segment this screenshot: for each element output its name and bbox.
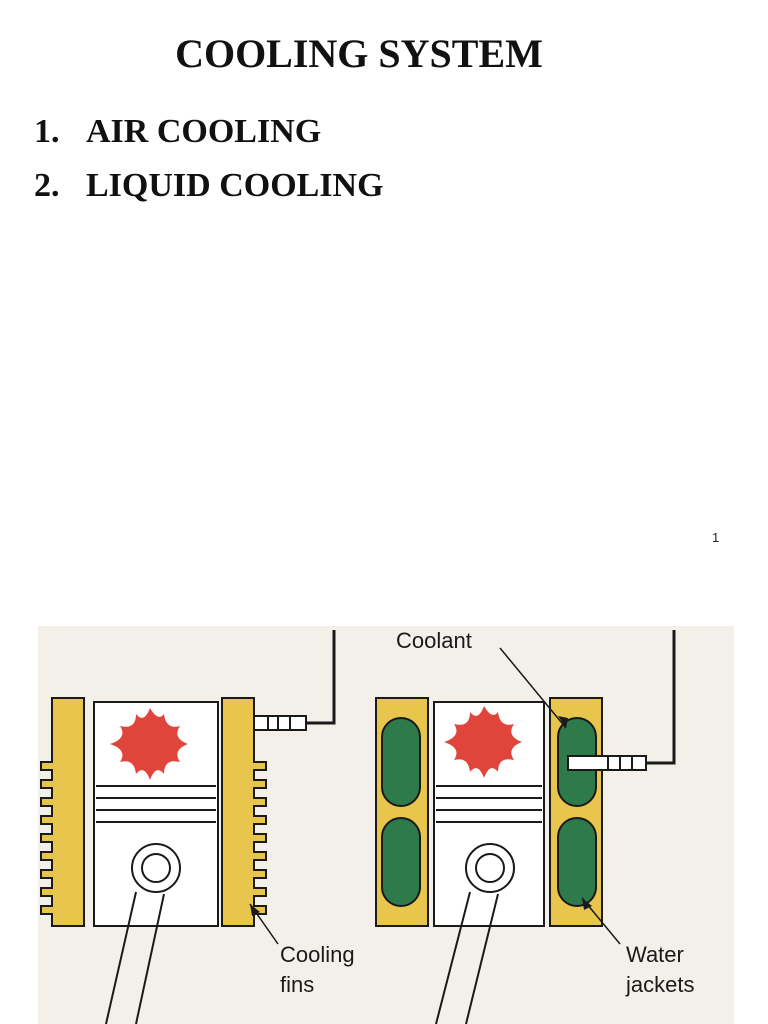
list-item: 1. AIR COOLING [34,108,384,162]
cooling-types-list: 1. AIR COOLING 2. LIQUID COOLING [34,108,384,216]
combustion-flame-icon [110,708,188,780]
connecting-rod [105,891,165,1024]
list-item-number: 1. [34,113,60,150]
label-cooling-fins-line1: Cooling [280,942,355,967]
right-cooling-fins [221,697,267,927]
page-title: COOLING SYSTEM [175,31,543,76]
cooling-diagram: Coolant Cooling fins Water jackets [38,626,734,1024]
page-number: 1 [712,530,720,545]
connecting-rod [435,891,499,1024]
left-cooling-fins [40,697,85,927]
coolant-leader [499,647,567,729]
list-item: 2. LIQUID COOLING [34,162,384,216]
label-coolant: Coolant [396,628,472,653]
label-cooling-fins-line2: fins [280,972,314,997]
list-item-text: LIQUID COOLING [86,167,384,204]
list-item-number: 2. [34,167,60,204]
spark-plug [253,715,307,731]
label-water-jackets-line2: jackets [625,972,694,997]
label-water-jackets-line1: Water [626,942,684,967]
water-jacket [381,817,421,907]
air-cooled-engine [40,630,336,1024]
list-item-text: AIR COOLING [86,113,322,150]
water-jacket [557,817,597,907]
combustion-flame-icon [444,706,522,778]
water-jacket [381,717,421,807]
